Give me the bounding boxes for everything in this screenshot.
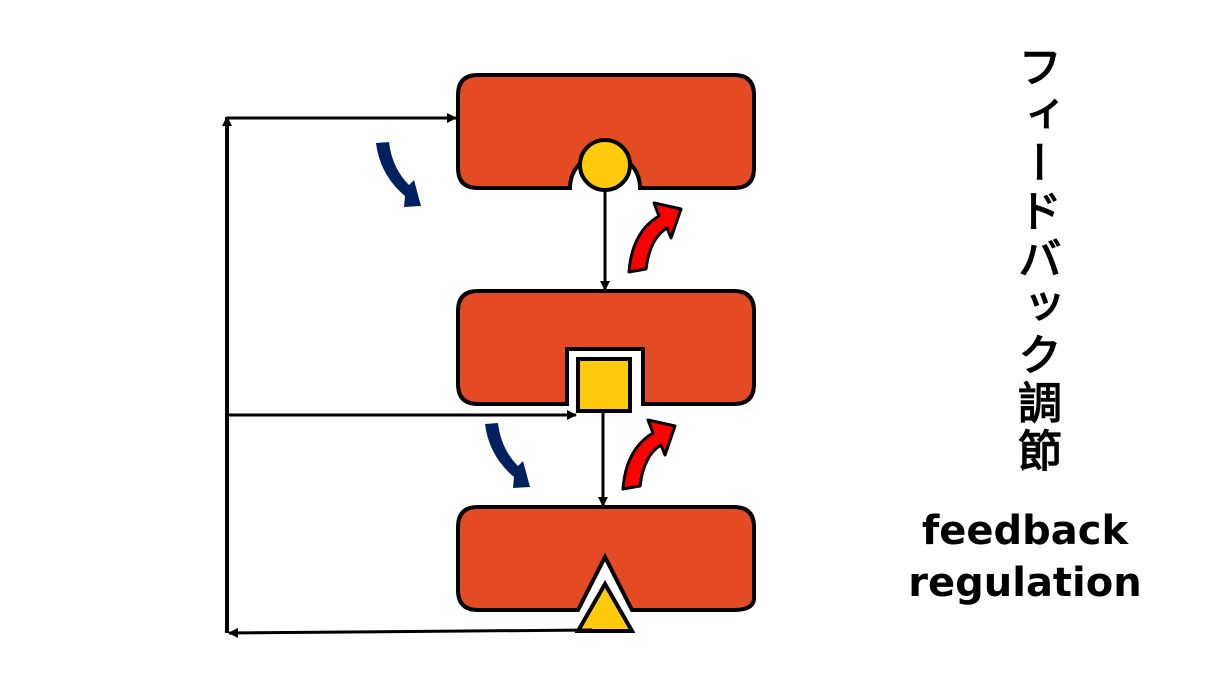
- japanese-title: フィードバック調節: [1010, 44, 1061, 476]
- middle-box: [456, 289, 756, 413]
- top-box: [456, 73, 756, 192]
- inhibit-arrow-icon: [376, 142, 421, 207]
- stimulate-arrow-icon: [621, 418, 677, 491]
- triangle-product-icon: [574, 579, 636, 633]
- circle-product-icon: [578, 138, 632, 192]
- inhibit-arrow-icon: [485, 423, 530, 488]
- square-product-icon: [576, 357, 632, 413]
- feedback-bottom-line: [228, 627, 593, 638]
- english-title: feedback regulation: [880, 505, 1170, 609]
- stimulate-arrow-icon: [627, 201, 683, 274]
- bottom-box-shape: [456, 505, 756, 612]
- bottom-box: [456, 505, 756, 633]
- middle-box-shape: [456, 289, 756, 406]
- english-title-line1: feedback: [921, 508, 1129, 554]
- english-title-line2: regulation: [908, 560, 1142, 606]
